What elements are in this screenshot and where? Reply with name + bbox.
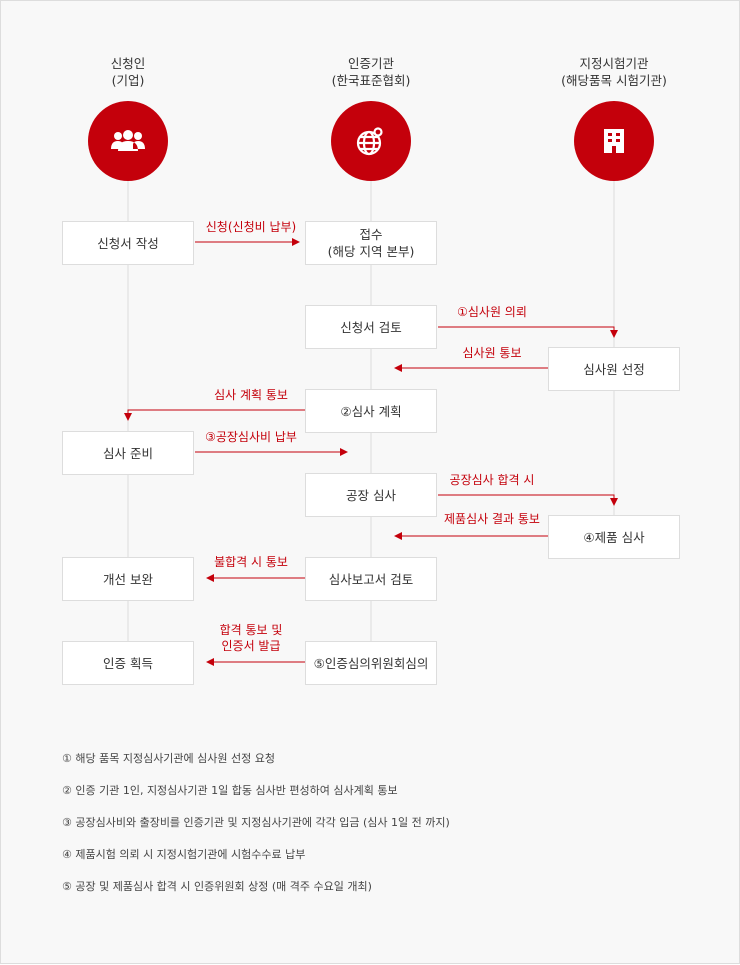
arrow-label-pay-fee: ③공장심사비 납부	[205, 430, 297, 444]
step-label: 심사 준비	[103, 445, 153, 461]
note-4: ④ 제품시험 의뢰 시 지정시험기관에 시험수수료 납부	[62, 848, 306, 861]
arrow-label-factory-pass: 공장심사 합격 시	[449, 473, 535, 487]
arrow-label-notify-plan: 심사 계획 통보	[214, 388, 288, 402]
arrow-label-fail-notice: 불합격 시 통보	[214, 555, 288, 569]
arrow-factory-pass	[438, 494, 618, 506]
globe-pin-icon	[331, 101, 411, 181]
column-header-cert-body: 인증기관 (한국표준협회)	[271, 55, 471, 89]
step-improve: 개선 보완	[62, 557, 194, 601]
building-icon	[574, 101, 654, 181]
column-subtitle: (해당품목 시험기관)	[561, 73, 667, 88]
step-audit-plan: ②심사 계획	[305, 389, 437, 433]
note-5: ⑤ 공장 및 제품심사 합격 시 인증위원회 상정 (매 격주 수요일 개최)	[62, 880, 372, 893]
step-label: 접수	[359, 227, 383, 242]
column-subtitle: (한국표준협회)	[331, 73, 411, 88]
note-3: ③ 공장심사비와 출장비를 인증기관 및 지정심사기관에 각각 입금 (심사 1…	[62, 816, 450, 829]
arrow-label-notify-auditor: 심사원 통보	[462, 346, 522, 360]
arrow-label-request-auditor: ①심사원 의뢰	[457, 305, 527, 319]
step-audit-prep: 심사 준비	[62, 431, 194, 475]
step-cert-get: 인증 획득	[62, 641, 194, 685]
column-header-applicant: 신청인 (기업)	[28, 55, 228, 89]
step-label: 신청서 검토	[340, 319, 402, 335]
step-report-review: 심사보고서 검토	[305, 557, 437, 601]
arrow-request-auditor	[438, 326, 618, 338]
arrow-label-product-result: 제품심사 결과 통보	[444, 512, 540, 526]
arrow-label-apply: 신청(신청비 납부)	[205, 220, 297, 234]
step-label: 공장 심사	[346, 487, 396, 503]
note-2: ② 인증 기관 1인, 지정심사기관 1일 합동 심사반 편성하여 심사계획 통…	[62, 784, 398, 797]
step-apply-write: 신청서 작성	[62, 221, 194, 265]
note-1: ① 해당 품목 지정심사기관에 심사원 선정 요청	[62, 752, 275, 765]
arrow-label-line: 합격 통보 및	[219, 623, 283, 637]
column-title: 신청인	[110, 56, 146, 71]
people-icon	[88, 101, 168, 181]
step-label: ④제품 심사	[583, 529, 645, 545]
step-select-auditor: 심사원 선정	[548, 347, 680, 391]
column-title: 지정시험기관	[579, 56, 649, 71]
step-product-audit: ④제품 심사	[548, 515, 680, 559]
arrow-label-line: 인증서 발급	[221, 639, 281, 653]
column-title: 인증기관	[347, 56, 394, 71]
column-subtitle: (기업)	[111, 73, 145, 88]
step-label: 인증 획득	[103, 655, 153, 671]
step-label: ②심사 계획	[340, 403, 402, 419]
step-label: 심사원 선정	[583, 361, 645, 377]
step-factory-audit: 공장 심사	[305, 473, 437, 517]
step-review-app: 신청서 검토	[305, 305, 437, 349]
step-label: 심사보고서 검토	[328, 571, 414, 587]
step-receive: 접수 (해당 지역 본부)	[305, 221, 437, 265]
step-label: 개선 보완	[103, 571, 153, 587]
step-label: 신청서 작성	[97, 235, 159, 251]
step-committee: ⑤인증심의위원회심의	[305, 641, 437, 685]
arrow-notify-plan	[124, 409, 305, 421]
column-header-test-body: 지정시험기관 (해당품목 시험기관)	[514, 55, 714, 89]
step-sublabel: (해당 지역 본부)	[327, 244, 415, 259]
step-label: ⑤인증심의위원회심의	[313, 655, 429, 671]
